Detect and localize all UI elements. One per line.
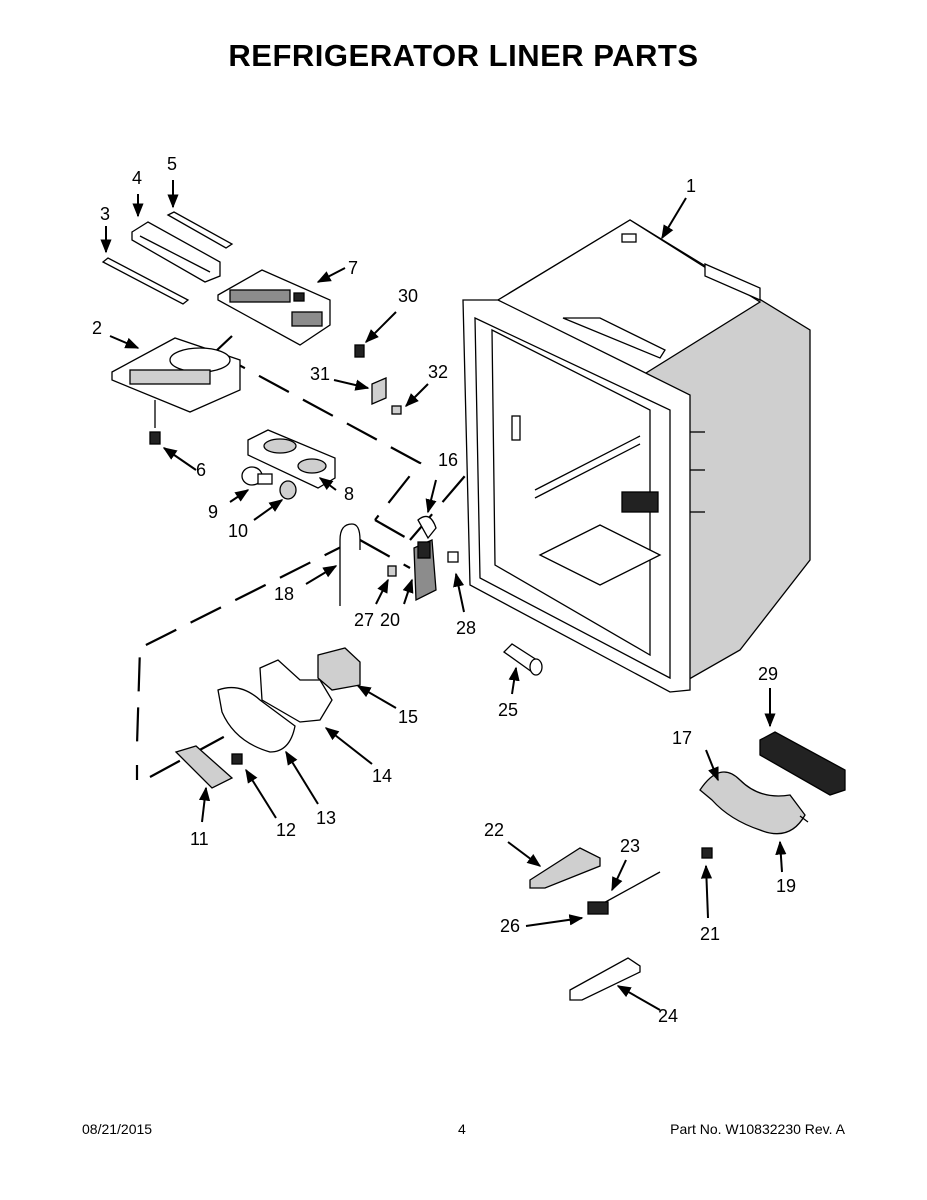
footer-page-number: 4 xyxy=(458,1121,466,1137)
part-3-strip xyxy=(101,257,190,305)
callout-29: 29 xyxy=(758,664,778,684)
callout-6: 6 xyxy=(196,460,206,480)
callout-10: 10 xyxy=(228,521,248,541)
callout-7: 7 xyxy=(348,258,358,278)
part-23-sensor xyxy=(587,871,661,915)
callout-13: 13 xyxy=(316,808,336,828)
callout-8: 8 xyxy=(344,484,354,504)
callout-17: 17 xyxy=(672,728,692,748)
callout-9: 9 xyxy=(208,502,218,522)
callout-11: 11 xyxy=(190,829,209,849)
part-4-bracket xyxy=(131,221,221,283)
callout-25: 25 xyxy=(498,700,518,720)
leader-lines xyxy=(100,180,787,1011)
callout-2: 2 xyxy=(92,318,102,338)
part-7-air-diffuser xyxy=(217,269,331,346)
part-20-damper xyxy=(413,539,437,602)
part-27-clip xyxy=(387,565,397,577)
callout-20: 20 xyxy=(380,610,400,630)
part-14-housing xyxy=(259,659,333,723)
callout-19: 19 xyxy=(776,876,796,896)
part-2-control-housing xyxy=(111,337,241,428)
callout-4: 4 xyxy=(132,168,142,188)
part-12-screw xyxy=(231,753,243,765)
callout-12: 12 xyxy=(276,820,296,840)
callout-27: 27 xyxy=(354,610,374,630)
part-19-heater xyxy=(699,771,809,835)
callout-15: 15 xyxy=(398,707,418,727)
callout-28: 28 xyxy=(456,618,476,638)
part-10-socket xyxy=(279,480,297,500)
part-11-grille xyxy=(174,745,234,789)
callout-23: 23 xyxy=(620,836,640,856)
callout-18: 18 xyxy=(274,584,294,604)
callout-30: 30 xyxy=(398,286,418,306)
part-8-light-cover xyxy=(247,429,336,489)
callout-22: 22 xyxy=(484,820,504,840)
part-5-rail xyxy=(166,211,234,249)
footer-date: 08/21/2015 xyxy=(82,1121,153,1137)
part-30-clip xyxy=(354,344,365,358)
part-32-clip xyxy=(391,405,402,415)
part-24-channel xyxy=(569,957,641,1001)
part-25-cylinder xyxy=(502,643,543,676)
callout-5: 5 xyxy=(167,154,177,174)
part-15-motor xyxy=(317,647,361,691)
callout-1: 1 xyxy=(686,176,696,196)
part-29-bracket xyxy=(759,731,846,796)
part-9-bulb xyxy=(241,466,273,486)
callout-labels: 1 2 3 4 5 6 7 8 9 10 11 12 13 14 15 16 1… xyxy=(92,154,796,1026)
callout-3: 3 xyxy=(100,204,110,224)
callout-14: 14 xyxy=(372,766,392,786)
part-1-liner xyxy=(462,219,811,693)
part-13-shroud xyxy=(217,686,296,753)
part-18-tube xyxy=(339,523,361,606)
callout-21: 21 xyxy=(700,924,720,944)
footer-part-number: Part No. W10832230 Rev. A xyxy=(670,1121,845,1137)
part-6-clip xyxy=(149,431,161,445)
callout-26: 26 xyxy=(500,916,520,936)
part-21-screw xyxy=(701,847,713,859)
part-22-cover xyxy=(529,847,601,889)
callout-24: 24 xyxy=(658,1006,678,1026)
part-31-bracket xyxy=(371,377,387,405)
callout-32: 32 xyxy=(428,362,448,382)
callout-31: 31 xyxy=(310,364,330,384)
part-28-screw xyxy=(447,551,459,563)
callout-16: 16 xyxy=(438,450,458,470)
page-title: REFRIGERATOR LINER PARTS xyxy=(228,38,699,73)
part-16-seal xyxy=(417,515,437,540)
